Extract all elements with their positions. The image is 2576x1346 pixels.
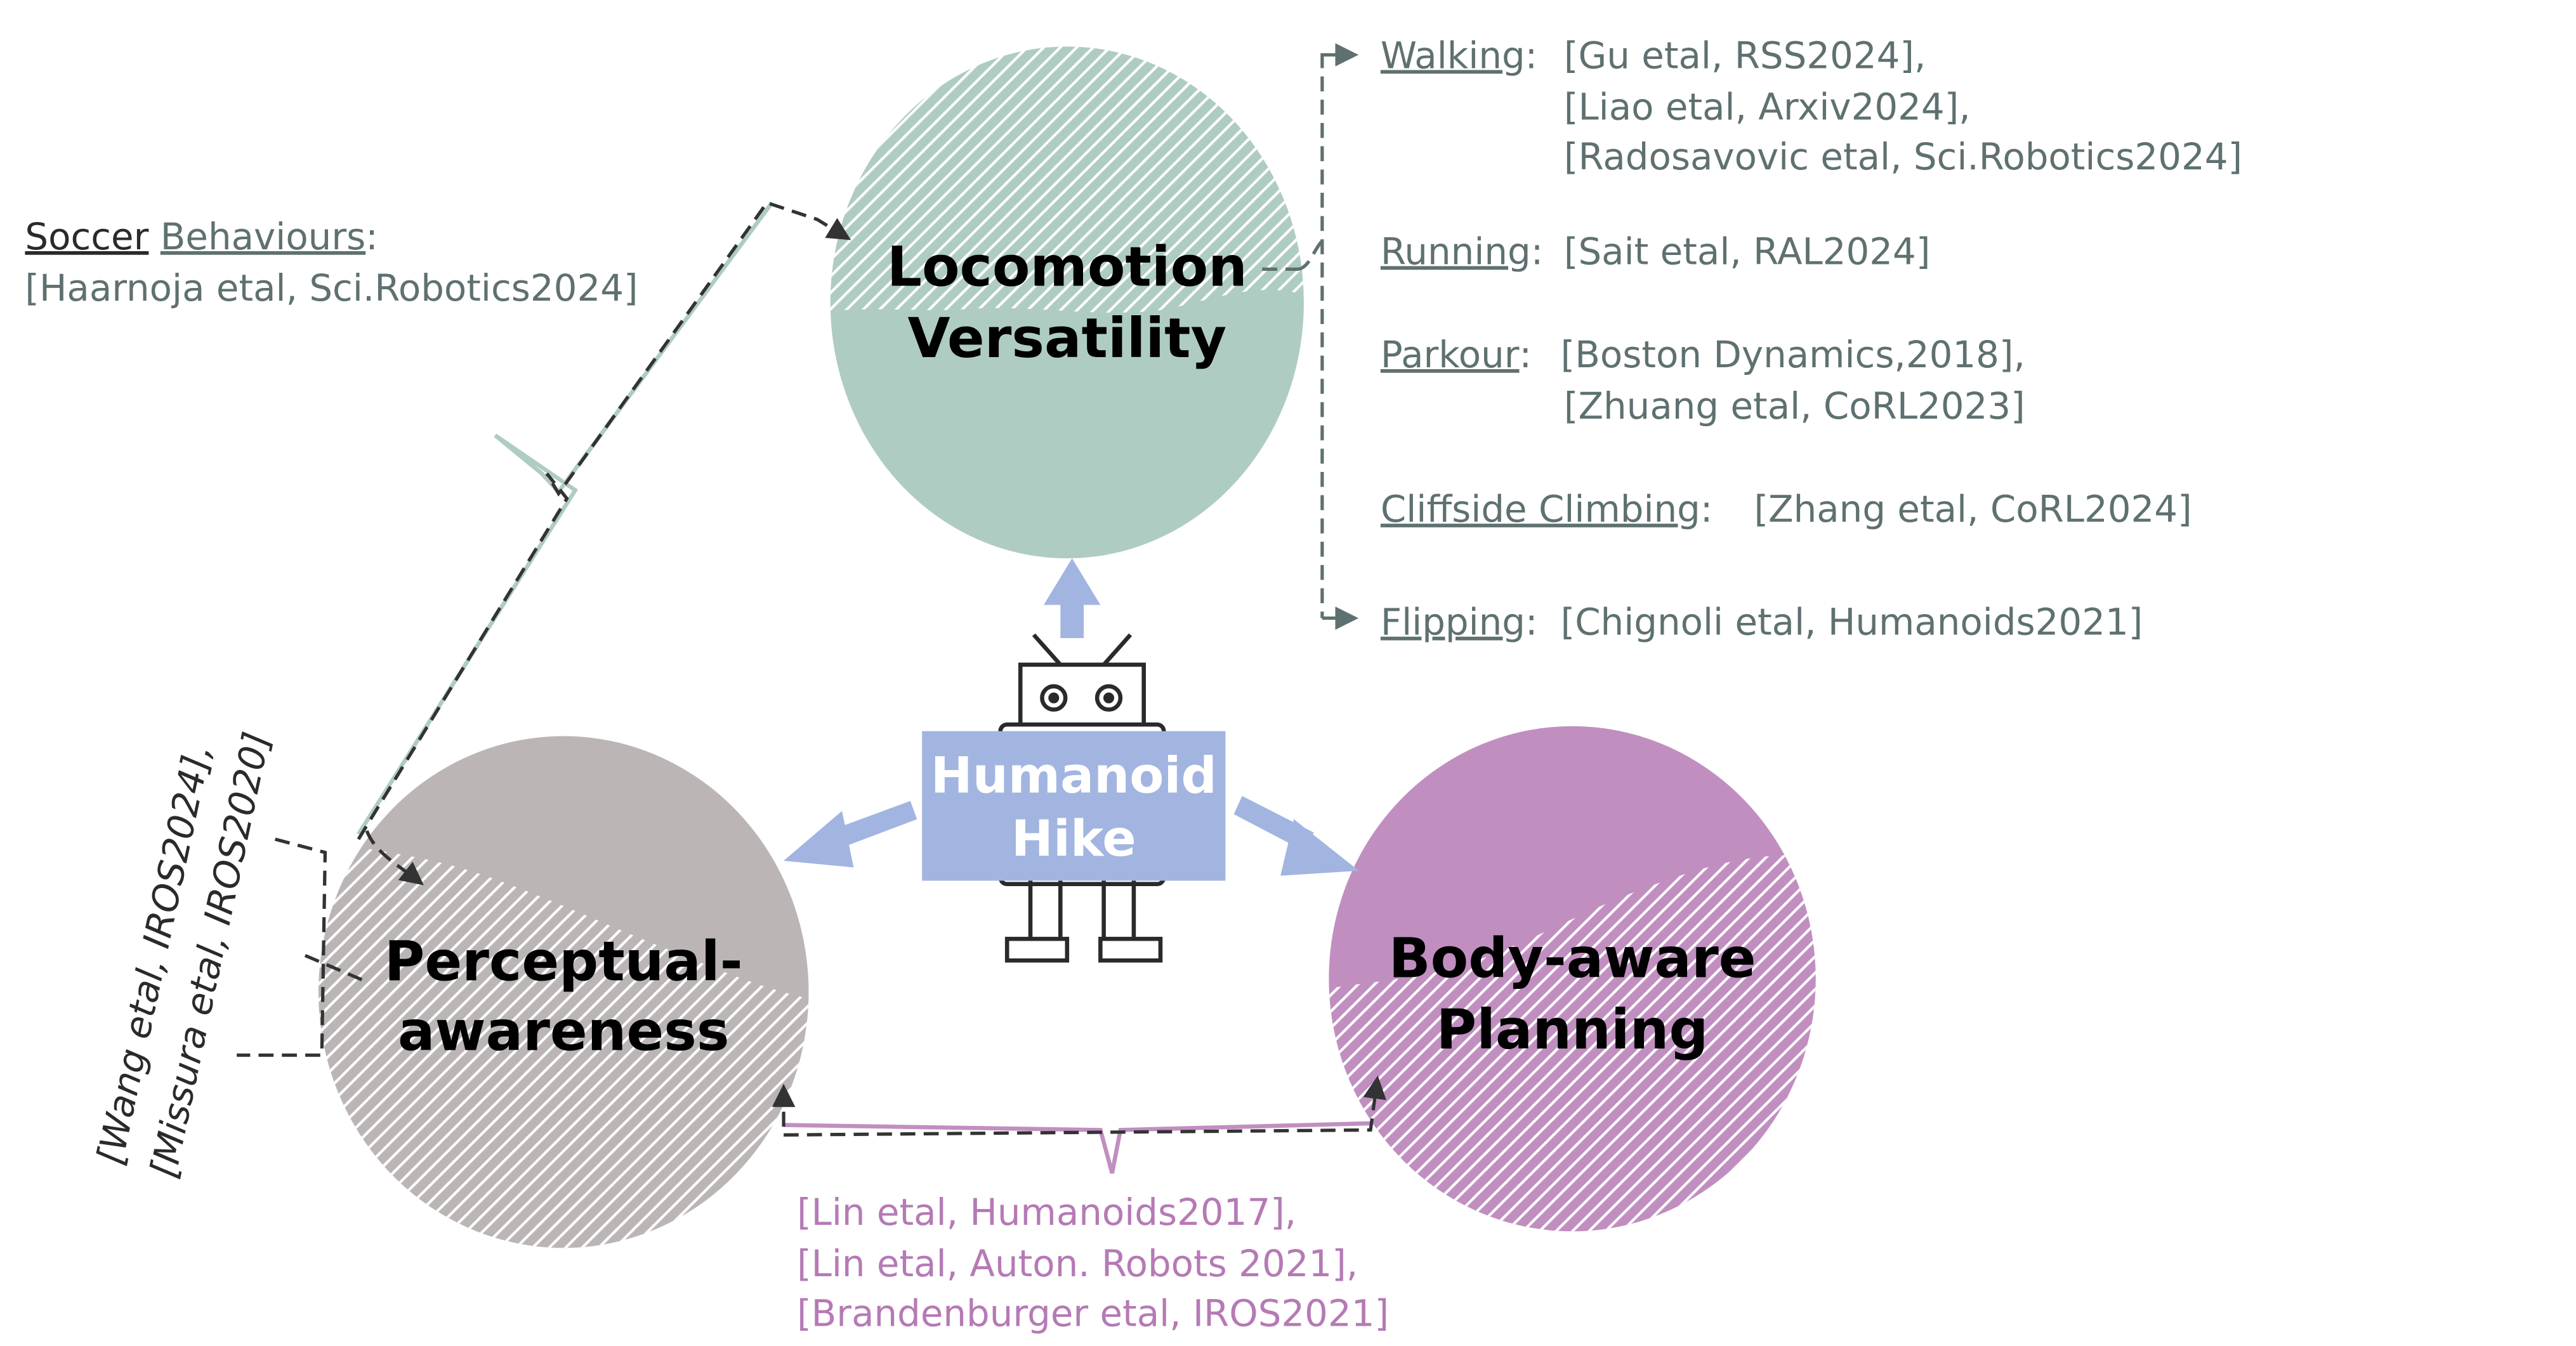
planning-ref-2: [Lin etal, Auton. Robots 2021], [797, 1242, 1358, 1285]
locomotion-node: Locomotion Versatility [830, 46, 1304, 559]
ref-parkour: Parkour: [Boston Dynamics,2018], [Zhuang… [1381, 333, 2025, 428]
perceptual-label-line1: Perceptual- [384, 931, 743, 994]
svg-text:Cliffside Climbing:: Cliffside Climbing: [1381, 488, 1713, 531]
perceptual-refs: [Wang etal, IROS2024], [Missura etal, IR… [88, 728, 279, 1182]
planning-connector-highlight [784, 1121, 1371, 1174]
svg-text:Walking:: Walking: [1381, 34, 1537, 77]
skill-flipping-colon: : [1525, 601, 1537, 644]
planning-node: Body-aware Planning [1329, 726, 1816, 1232]
arrow-to-planning [1233, 795, 1359, 876]
soccer-connector [357, 200, 851, 885]
parkour-ref-1: [Boston Dynamics,2018], [1561, 333, 2025, 376]
skill-parkour-colon: : [1519, 333, 1531, 376]
soccer-label-line: Soccer Behaviours: [25, 215, 378, 258]
soccer-colon: : [365, 215, 378, 258]
ref-cliffside: Cliffside Climbing: [Zhang etal, CoRL202… [1381, 488, 2192, 531]
skill-cliffside-colon: : [1700, 488, 1712, 531]
skill-parkour: Parkour [1381, 333, 1520, 376]
ref-flipping: Flipping: [Chignoli etal, Humanoids2021] [1381, 601, 2143, 644]
walking-ref-3: [Radosavovic etal, Sci.Robotics2024] [1564, 135, 2242, 178]
arrow-to-locomotion [1044, 558, 1101, 638]
ref-walking: Walking: [Gu etal, RSS2024], [Liao etal,… [1381, 34, 2242, 178]
svg-text:Parkour:: Parkour: [1381, 333, 1532, 376]
soccer-ref: [Haarnoja etal, Sci.Robotics2024] [25, 266, 638, 310]
skill-walking-colon: : [1525, 34, 1537, 77]
skill-running: Running [1381, 230, 1531, 273]
locomotion-hatch-region [830, 46, 1304, 313]
robot-eye-right-pupil [1103, 692, 1115, 703]
parkour-ref-2: [Zhuang etal, CoRL2023] [1564, 384, 2025, 428]
robot-head [1018, 662, 1146, 733]
robot-antenna-right [1102, 633, 1133, 667]
soccer-connector-dashed [357, 200, 851, 840]
skill-flipping: Flipping [1381, 601, 1525, 644]
robot-foot-right [1098, 936, 1163, 963]
cliffside-ref-1: [Zhang etal, CoRL2024] [1754, 488, 2192, 531]
arrow-to-perceptual [784, 800, 917, 868]
soccer-connector-to-perceptual [365, 830, 424, 885]
soccer-label-b: Behaviours [161, 215, 365, 258]
soccer-label-a: Soccer [25, 215, 148, 258]
planning-connector [772, 1075, 1386, 1174]
humanoid-hike-box [922, 731, 1226, 881]
skill-cliffside: Cliffside Climbing [1381, 488, 1700, 531]
locomotion-label-line1: Locomotion [887, 236, 1247, 299]
robot-eye-left [1040, 684, 1068, 712]
perceptual-refs-bracket [237, 837, 364, 1057]
walking-ref-1: [Gu etal, RSS2024], [1564, 34, 1926, 77]
soccer-text-block: Soccer Behaviours: [Haarnoja etal, Sci.R… [25, 215, 638, 310]
locomotion-label-line2: Versatility [907, 307, 1226, 370]
running-ref-1: [Sait etal, RAL2024] [1564, 230, 1930, 273]
svg-text:Running:: Running: [1381, 230, 1543, 273]
perceptual-hatch-region [318, 839, 809, 1248]
planning-ref-1: [Lin etal, Humanoids2017], [797, 1191, 1296, 1234]
robot-eye-right [1094, 684, 1123, 712]
planning-label-line2: Planning [1436, 998, 1709, 1062]
flipping-ref-1: [Chignoli etal, Humanoids2021] [1561, 601, 2143, 644]
perceptual-label-line2: awareness [398, 1000, 729, 1064]
skill-running-colon: : [1531, 230, 1543, 273]
perceptual-node: Perceptual- awareness [318, 736, 809, 1248]
robot-eye-left-pupil [1048, 692, 1060, 703]
locomotion-refs-bracket [1262, 43, 1359, 630]
planning-connector-dashed [772, 1075, 1386, 1137]
svg-text:Flipping:: Flipping: [1381, 601, 1538, 644]
robot-antenna-left [1032, 633, 1062, 667]
robot-foot-left [1004, 936, 1070, 963]
walking-ref-2: [Liao etal, Arxiv2024], [1564, 86, 1971, 129]
humanoid-hike-line1: Humanoid [931, 747, 1217, 805]
humanoid-hike-line2: Hike [1011, 809, 1136, 868]
ref-running: Running: [Sait etal, RAL2024] [1381, 230, 1931, 273]
planning-label-line1: Body-aware [1389, 927, 1756, 991]
planning-refs: [Lin etal, Humanoids2017], [Lin etal, Au… [797, 1191, 1389, 1335]
locomotion-refs: Walking: [Gu etal, RSS2024], [Liao etal,… [1381, 34, 2242, 643]
skill-walking: Walking [1381, 34, 1525, 77]
planning-hatch-region [1329, 854, 1816, 1232]
planning-ref-3: [Brandenburger etal, IROS2021] [797, 1292, 1389, 1335]
